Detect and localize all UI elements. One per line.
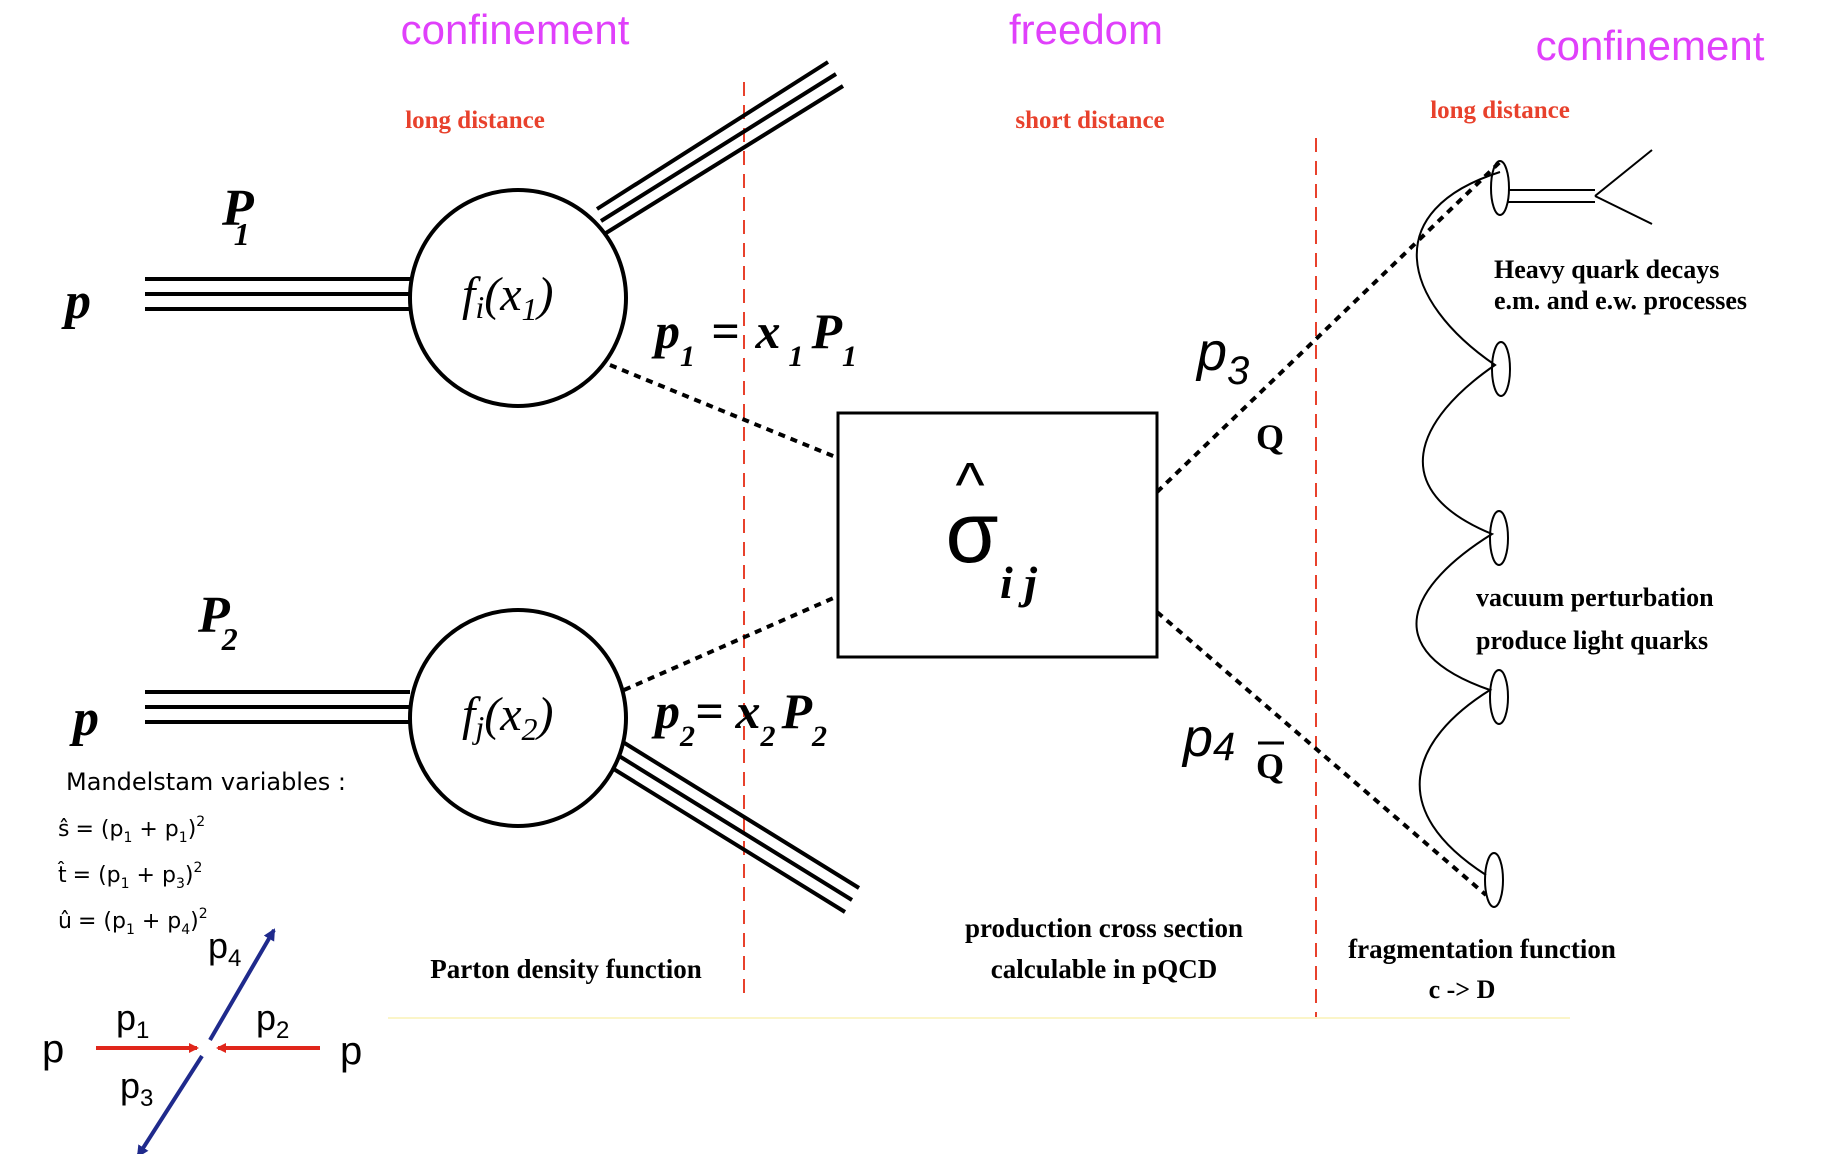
left-region-title: confinement xyxy=(401,6,630,53)
proton-2-label: p xyxy=(69,690,99,747)
middle-distance-label: short distance xyxy=(1015,107,1164,134)
antiquark-label: Q xyxy=(1256,746,1284,786)
p3-arrow xyxy=(136,1054,204,1154)
proton-1-remnant-lines xyxy=(595,60,845,235)
string-loops xyxy=(1484,160,1511,908)
sigma-symbol: σ xyxy=(945,485,998,581)
quark-label: Q xyxy=(1256,417,1284,457)
momentum-1-label: P1 xyxy=(221,180,255,252)
fragmentation-caption-2: c -> D xyxy=(1429,975,1496,1004)
cross-section-caption-2: calculable in pQCD xyxy=(991,954,1218,984)
kinematics-p4: p4 xyxy=(208,925,241,972)
decays-line-2: e.m. and e.w. processes xyxy=(1494,286,1747,315)
momentum-2-label: P2 xyxy=(197,587,238,657)
p4-label: p4 xyxy=(1181,708,1235,769)
mandelstam-equations: ŝ= (p1 + p1)2 t̂= (p1 + p3)2 û= (p1 + p4… xyxy=(58,814,208,938)
vacuum-line-2: produce light quarks xyxy=(1476,626,1708,655)
p4-arrow xyxy=(208,928,276,1042)
pdf-caption: Parton density function xyxy=(430,954,702,984)
kinematics-right-proton: p xyxy=(340,1029,362,1073)
hard-scattering-box xyxy=(836,411,1159,659)
sigma-hat-symbol: ^ xyxy=(955,451,984,520)
kinematics-p2: p2 xyxy=(256,997,289,1044)
decays-line-1: Heavy quark decays xyxy=(1494,255,1719,284)
sigma-subscript: i j xyxy=(1000,557,1037,608)
mandelstam-t: t̂= (p1 + p3)2 xyxy=(58,860,203,892)
pdf-1-circle xyxy=(408,188,628,408)
kinematics-p1: p1 xyxy=(116,997,149,1044)
pdf-2-circle xyxy=(408,608,628,828)
mandelstam-s: ŝ= (p1 + p1)2 xyxy=(58,814,205,846)
fragmentation-caption-1: fragmentation function xyxy=(1348,934,1616,964)
right-region-title: confinement xyxy=(1536,22,1765,69)
kinematics-p3: p3 xyxy=(120,1065,153,1112)
proton-2-remnant-lines xyxy=(602,737,861,914)
cross-section-caption-1: production cross section xyxy=(965,913,1243,943)
vacuum-line-1: vacuum perturbation xyxy=(1476,583,1714,612)
left-distance-label: long distance xyxy=(405,107,545,134)
proton-1-label: p xyxy=(61,273,91,330)
mandelstam-u: û= (p1 + p4)2 xyxy=(58,906,208,938)
heavy-quark-line xyxy=(1155,158,1504,494)
parton-1-line xyxy=(609,363,839,460)
p3-label: p3 xyxy=(1195,322,1249,393)
string-wave xyxy=(1415,171,1501,876)
right-distance-label: long distance xyxy=(1430,97,1570,124)
incoming-proton-2-lines xyxy=(145,690,410,724)
mandelstam-title: Mandelstam variables : xyxy=(66,768,346,796)
kinematics-left-proton: p xyxy=(42,1027,64,1071)
decay-products xyxy=(1508,149,1653,225)
incoming-proton-1-lines xyxy=(145,277,410,311)
parton-2-line xyxy=(623,594,839,692)
middle-region-title: freedom xyxy=(1009,6,1163,53)
